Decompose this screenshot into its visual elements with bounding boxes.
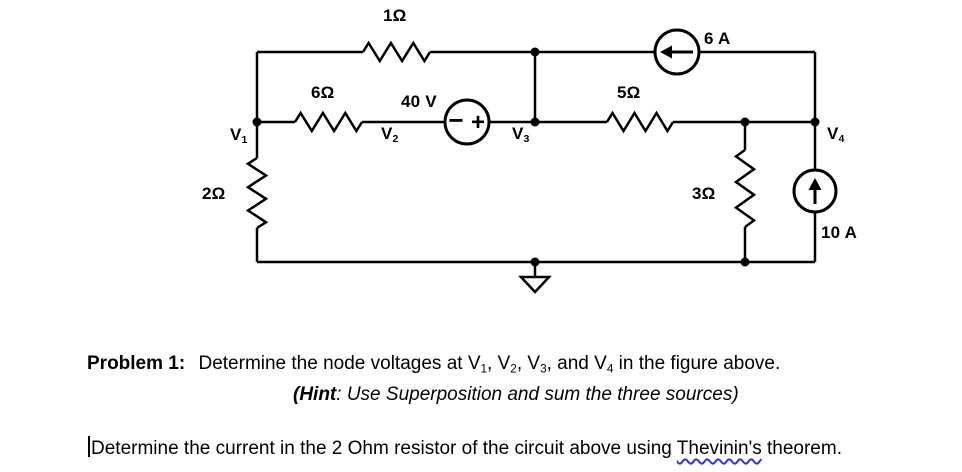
resistors — [245, 40, 757, 230]
voltage-source-circle — [443, 98, 491, 146]
current-source-10a — [792, 168, 838, 214]
text-segment: , V — [516, 353, 541, 374]
label-resistor-2ohm: 2Ω — [202, 184, 226, 203]
text-segment: theorem. — [761, 438, 842, 459]
text-segment: , and V — [546, 353, 607, 374]
resistor-1ohm — [361, 40, 432, 64]
text-segment: : Use Superposition and sum the three so… — [336, 384, 739, 405]
text-segment: 1 — [241, 133, 248, 146]
text-segment: 4 — [606, 362, 614, 376]
arrow-left-icon — [660, 45, 693, 59]
text-segment: V — [512, 124, 524, 143]
node-label-v3: V3 — [512, 125, 530, 144]
wires — [255, 50, 817, 264]
polarity-plus: + — [471, 109, 485, 136]
junction-dot — [530, 47, 540, 57]
junction-dot — [530, 117, 540, 127]
node-label-v4: V4 — [827, 125, 845, 144]
text-segment: Thevinin's — [676, 438, 762, 459]
ground-triangle — [518, 275, 552, 294]
polarity-minus: − — [448, 105, 463, 135]
label-resistor-6ohm: 6Ω — [311, 83, 335, 102]
label-resistor-5ohm: 5Ω — [617, 83, 641, 102]
junction-dot — [530, 257, 540, 267]
node-label-v1: V1 — [230, 126, 248, 145]
text-segment: 2 — [392, 132, 399, 145]
junction-dot — [810, 117, 820, 127]
text-cursor — [88, 436, 90, 457]
arrow-head — [808, 178, 822, 190]
label-voltage-40v: 40 V — [401, 92, 437, 111]
resistor-2ohm — [245, 156, 269, 230]
text-segment: in the figure above. — [613, 353, 781, 374]
node-label-v2: V2 — [381, 125, 399, 144]
current-source-6a — [653, 28, 701, 76]
text-segment: 2 — [510, 362, 517, 376]
resistor-5ohm — [605, 110, 675, 134]
arrow-up-icon — [808, 178, 822, 204]
text-segment: Determine the node voltages at V — [193, 353, 481, 374]
text-segment: V — [827, 124, 839, 143]
arrow-head — [660, 45, 672, 59]
label-current-10a: 10 A — [821, 223, 858, 242]
circuit-diagram: − + — [245, 28, 838, 294]
resistor-3ohm — [733, 148, 757, 229]
junction-dots — [252, 47, 820, 267]
label-resistor-1ohm: 1Ω — [383, 6, 407, 25]
theorem-line-text: Determine the current in the 2 Ohm resis… — [91, 438, 842, 459]
junction-dot — [252, 117, 262, 127]
text-segment: 3 — [540, 362, 547, 376]
junction-dot — [740, 257, 750, 267]
label-current-6a: 6 A — [704, 29, 731, 48]
junction-dot — [740, 117, 750, 127]
text-segment: , V — [487, 353, 511, 374]
theorem-line: Determine the current in the 2 Ohm resis… — [88, 436, 842, 460]
text-segment: Problem 1: — [87, 353, 186, 374]
hint-line: (Hint: Use Superposition and sum the thr… — [293, 384, 739, 406]
text-segment: 3 — [523, 132, 530, 145]
text-segment: V — [230, 125, 242, 144]
resistor-6ohm — [293, 110, 364, 134]
text-segment: V — [381, 124, 393, 143]
text-segment: 4 — [838, 132, 845, 145]
problem-statement: Problem 1: Determine the node voltages a… — [87, 353, 780, 376]
text-segment: Determine the current in the 2 Ohm resis… — [91, 438, 677, 459]
voltage-source-40v: − + — [443, 98, 491, 146]
label-resistor-3ohm: 3Ω — [692, 184, 716, 203]
text-segment: (Hint — [293, 384, 337, 405]
text-segment: 1 — [480, 362, 488, 376]
